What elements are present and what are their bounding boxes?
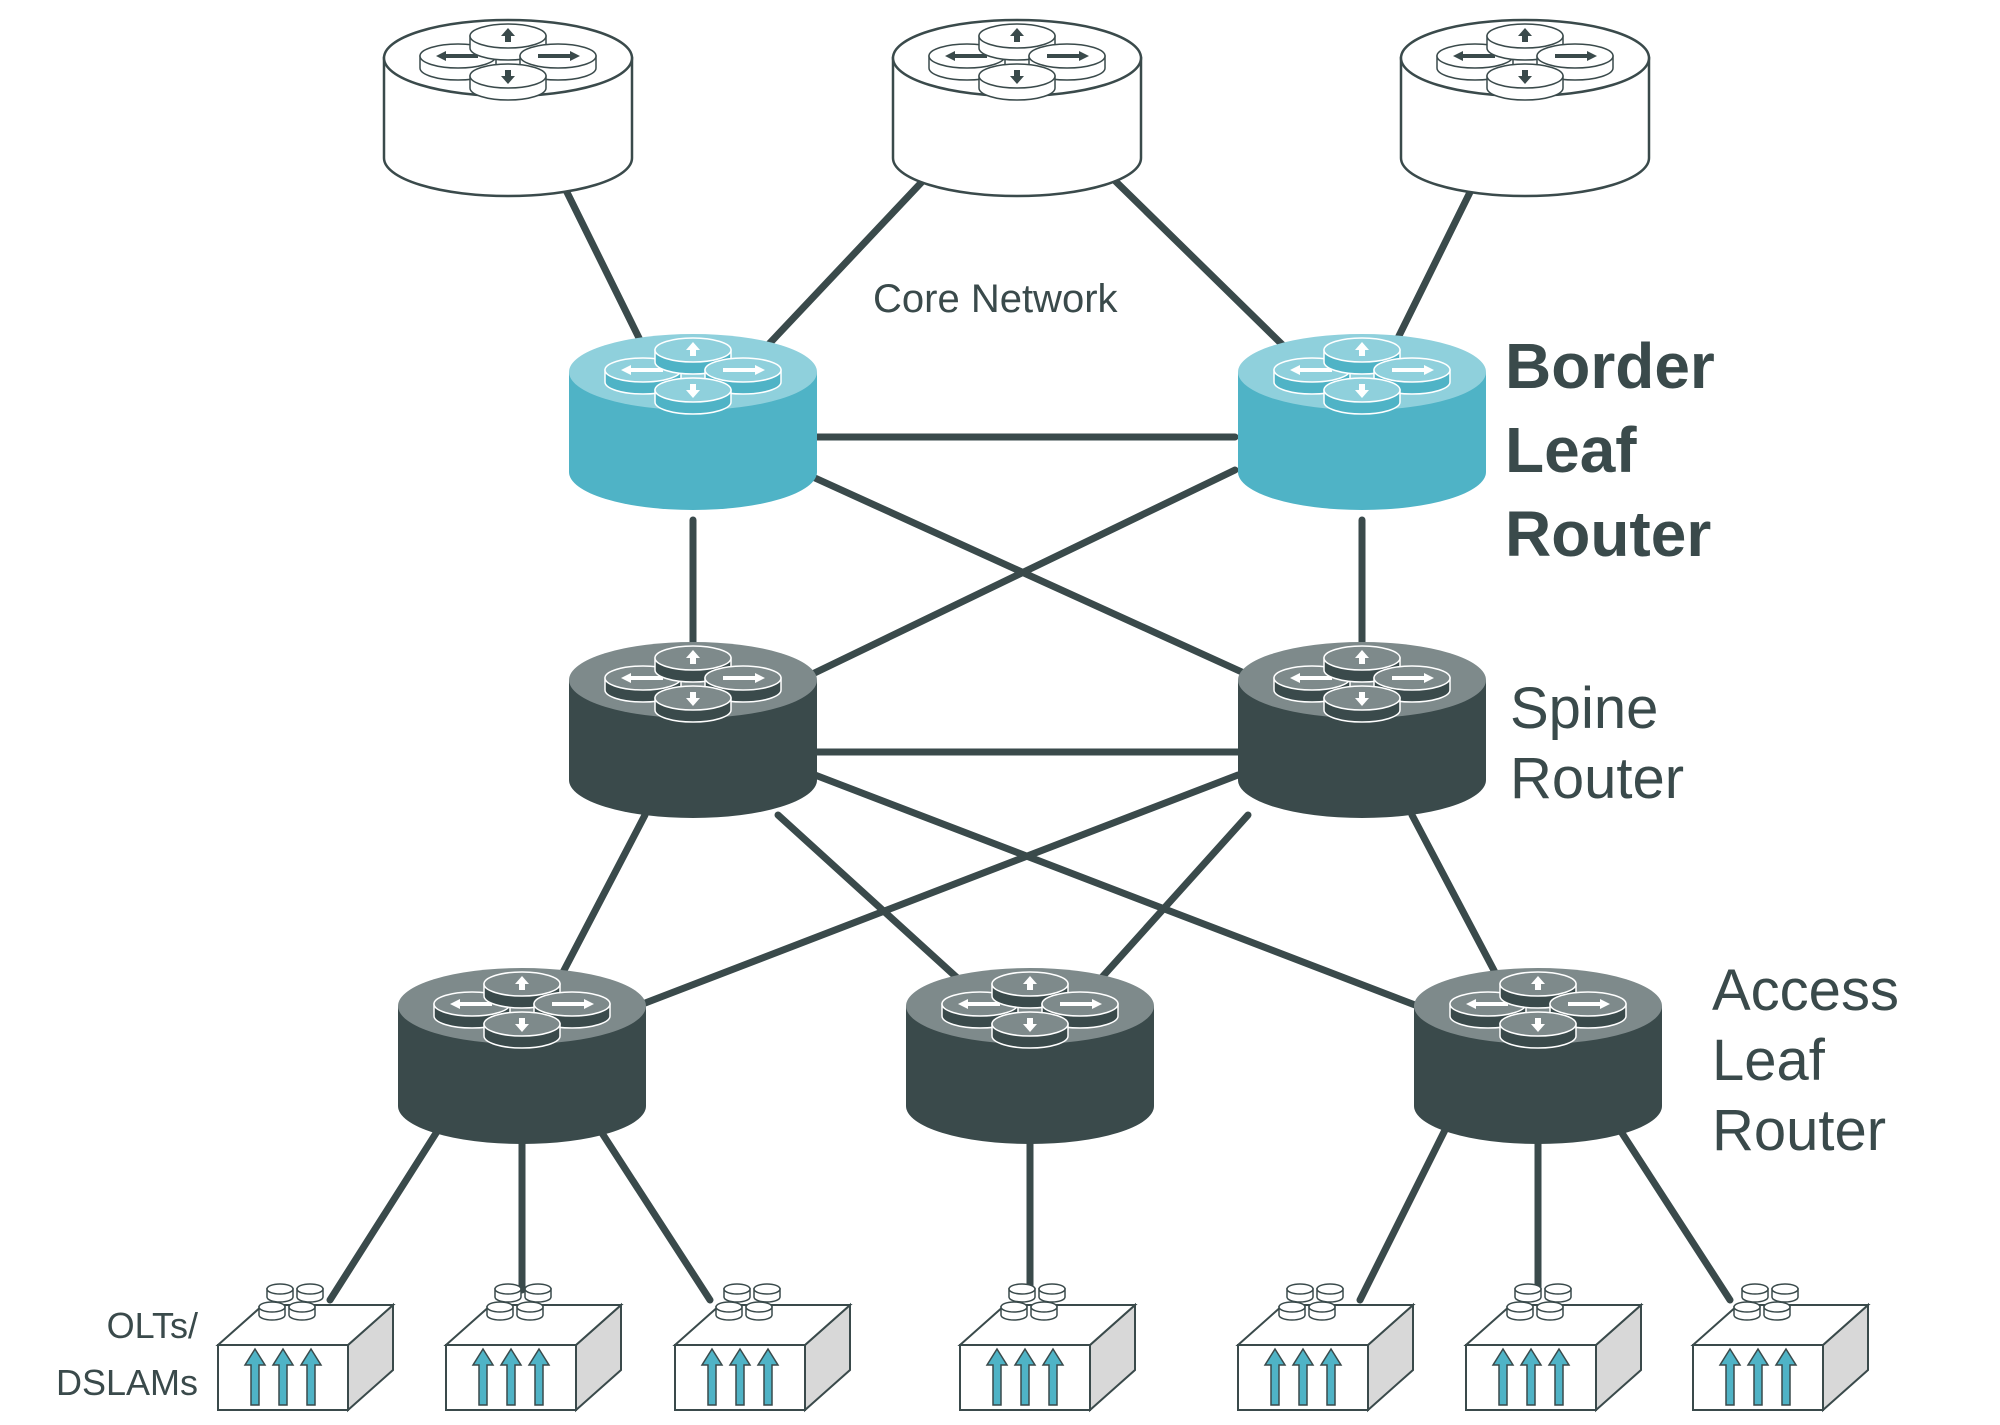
link [811, 474, 1259, 682]
spine-router-label-line1: Spine [1510, 676, 1658, 741]
link [556, 811, 649, 982]
olt-dslam-icon [1235, 1283, 1416, 1413]
link [1091, 811, 1252, 989]
s2-router-icon [1238, 642, 1486, 818]
link [774, 811, 969, 989]
b2-router-icon [1238, 334, 1486, 510]
s1-router-icon [569, 642, 817, 818]
link [1408, 811, 1502, 982]
olt-dslam-icon [672, 1283, 853, 1413]
b1-router-icon [569, 334, 817, 510]
link [1098, 164, 1304, 366]
link [811, 771, 1419, 1009]
olt-dslam-icon [1463, 1283, 1644, 1413]
link [551, 164, 644, 344]
link [1356, 1126, 1449, 1304]
olt-dslam-icon [1690, 1283, 1871, 1413]
c1-router-icon [382, 18, 634, 198]
link [596, 1126, 714, 1304]
spine-router-label-line2: Router [1510, 746, 1684, 811]
olts-label-line2: DSLAMs [56, 1362, 198, 1403]
border-leaf-router-label-line1: Border [1505, 330, 1715, 402]
access-leaf-router-label-line2: Leaf [1712, 1028, 1826, 1093]
a3-router-icon [1414, 968, 1662, 1144]
olt-dslam-icon [957, 1283, 1138, 1413]
link [636, 771, 1242, 1009]
olt-dslam-icon [215, 1283, 396, 1413]
a1-router-icon [398, 968, 646, 1144]
border-leaf-router-label-line2: Leaf [1505, 414, 1637, 486]
link [796, 466, 1239, 684]
link [748, 164, 939, 366]
access-leaf-router-label-line1: Access [1712, 958, 1899, 1023]
link [1388, 168, 1484, 354]
core-network-label: Core Network [873, 277, 1119, 321]
olt-dslam-icon [443, 1283, 624, 1413]
link [326, 1126, 442, 1304]
a2-router-icon [906, 968, 1154, 1144]
olts-label-line1: OLTs/ [107, 1305, 198, 1346]
link [1616, 1126, 1734, 1304]
routers [382, 18, 1662, 1144]
links [326, 164, 1734, 1304]
c2-router-icon [891, 18, 1143, 198]
border-leaf-router-label-line3: Router [1505, 498, 1711, 570]
c3-router-icon [1399, 18, 1651, 198]
access-leaf-router-label-line3: Router [1712, 1098, 1886, 1163]
olt-devices [215, 1283, 1871, 1413]
